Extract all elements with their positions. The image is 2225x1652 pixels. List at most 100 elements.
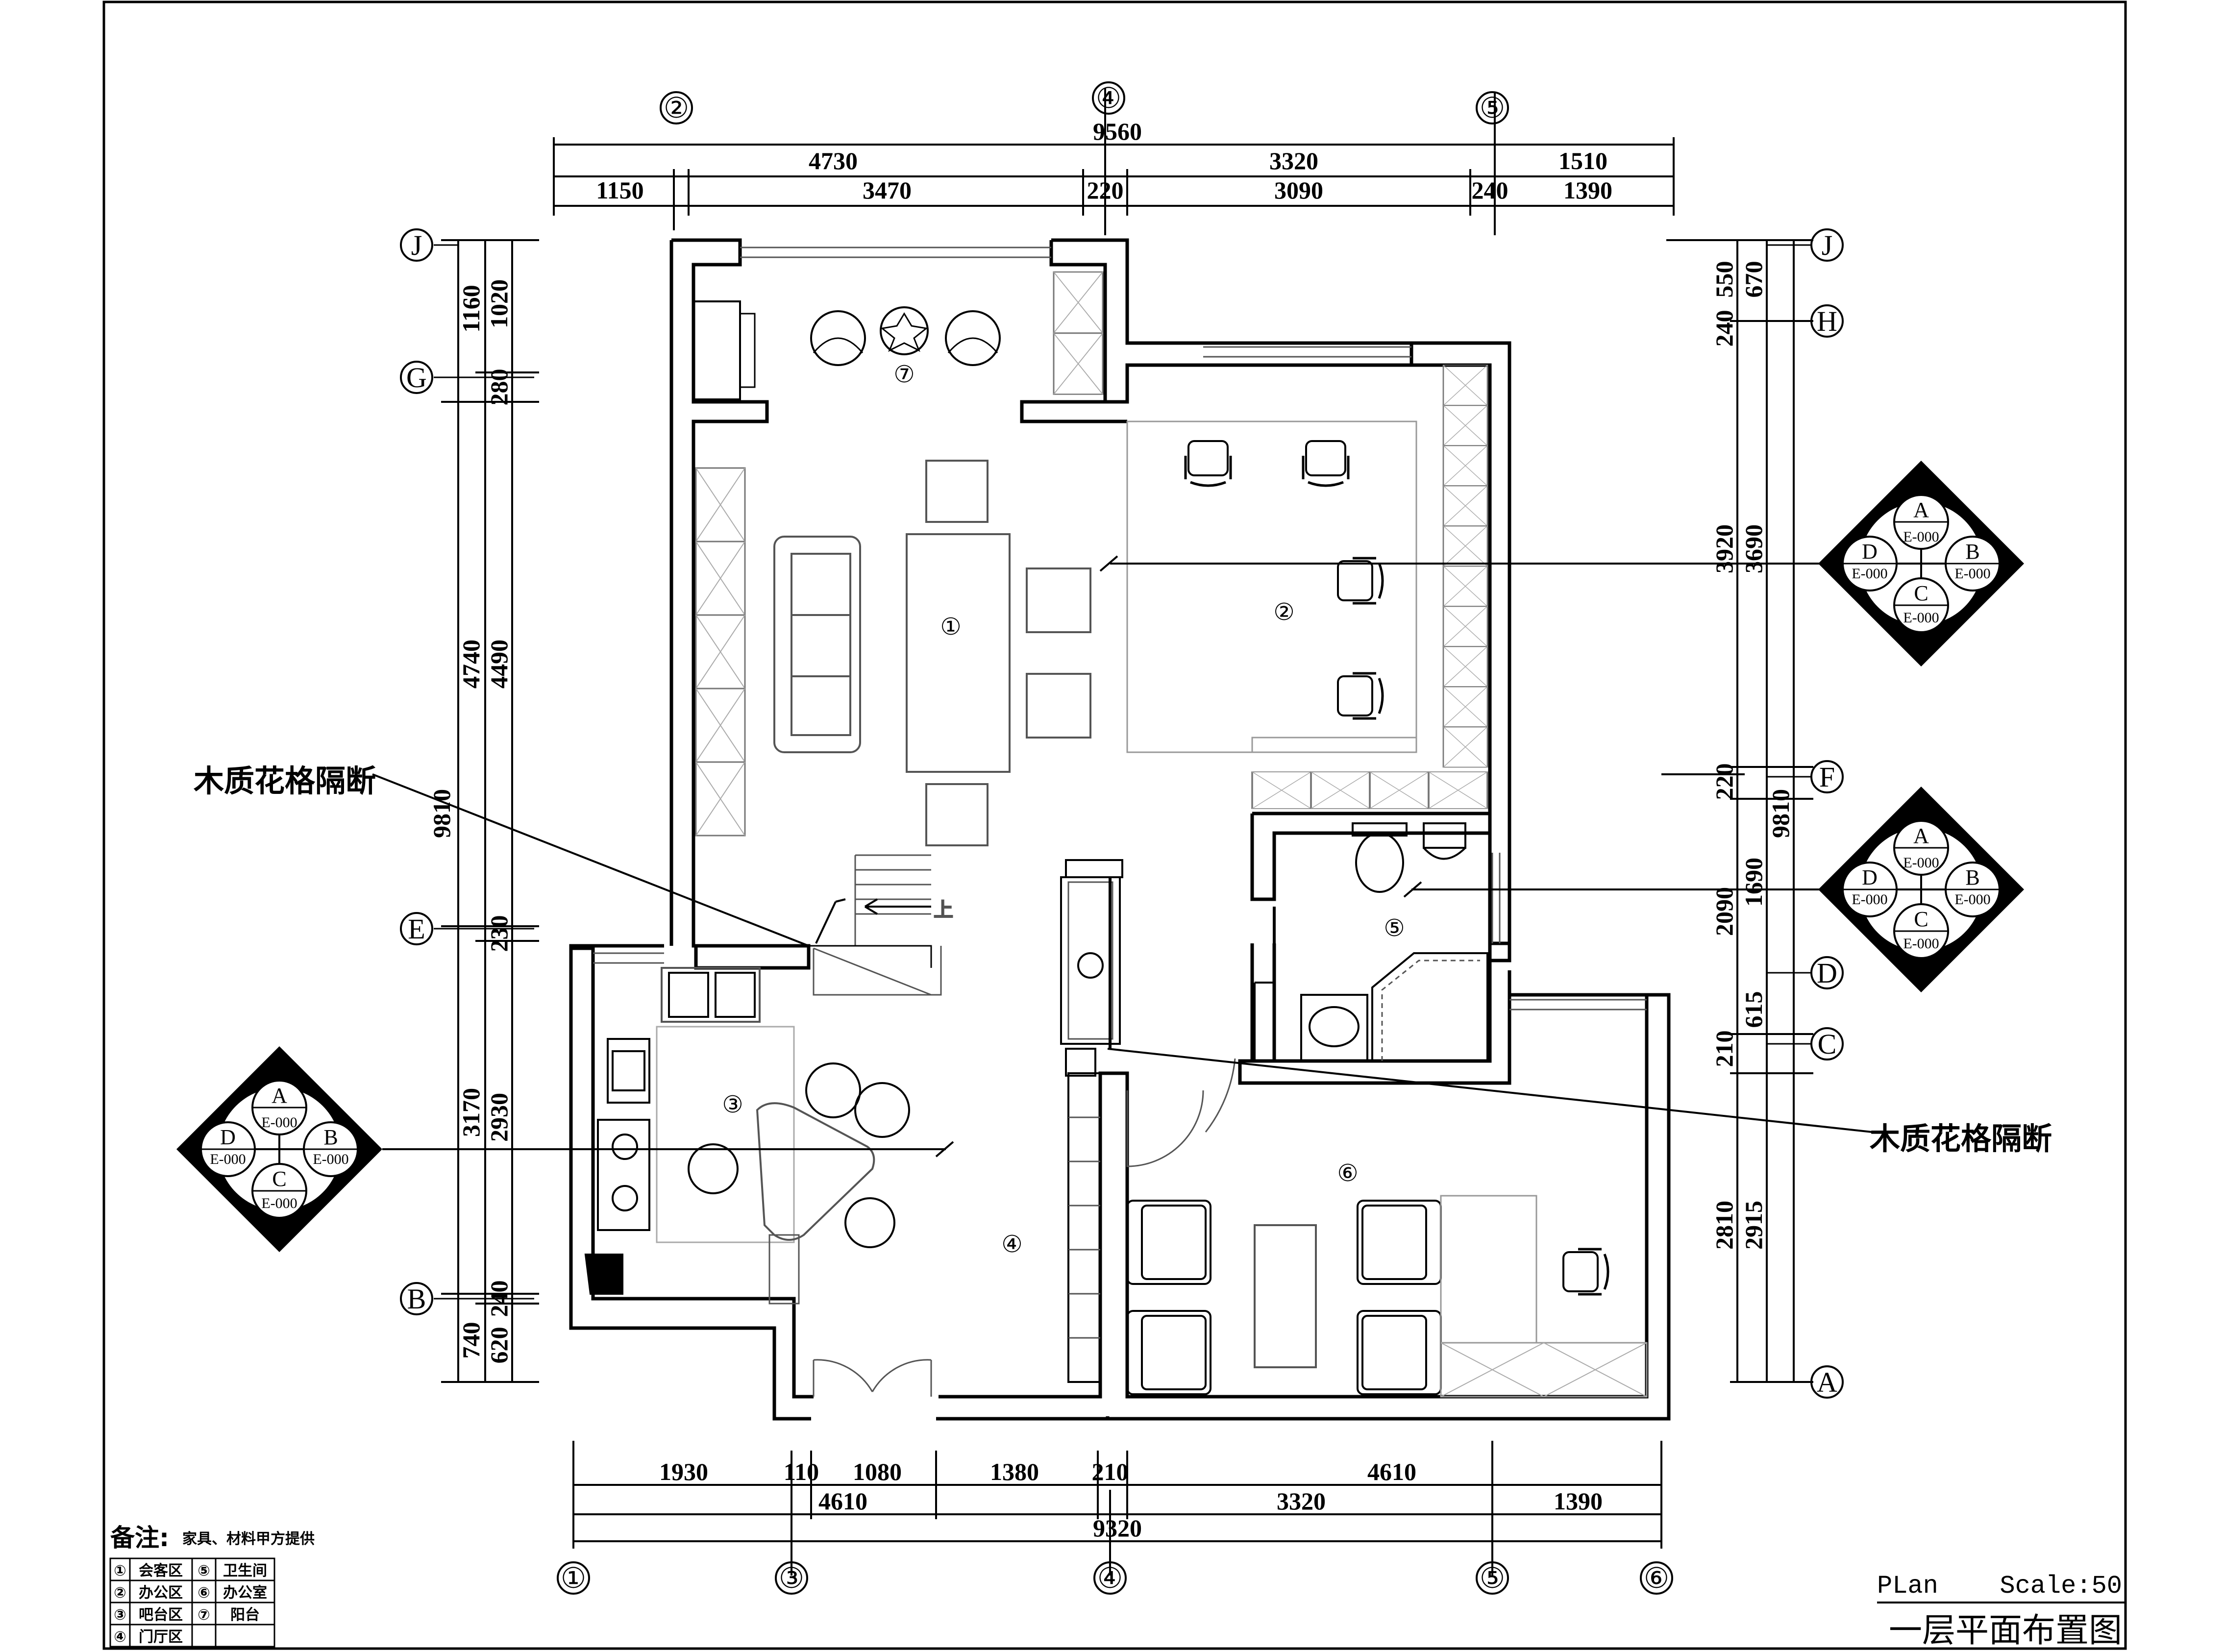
index-letter-b: B (1965, 540, 1979, 564)
bathroom-fixtures (1254, 822, 1488, 1062)
annotation-wood-partition-right: 木质花格隔断 (1870, 1121, 2052, 1157)
dim-bot-r1-2: 1080 (853, 1458, 902, 1485)
dimension-text-right: 550 3920 2090 2810 670 240 3690 220 1690… (1710, 261, 1794, 1250)
index-letter-c: C (1914, 907, 1928, 931)
index-code-a: E-000 (1903, 855, 1939, 871)
dim-bot-r2-2: 1390 (1554, 1487, 1603, 1515)
legend-num-1: ⑤ (198, 1562, 210, 1579)
grid-bot-1: ① (561, 1562, 586, 1594)
plan-label: PLan (1877, 1572, 1938, 1601)
index-letter-a: A (1913, 824, 1929, 848)
dim-right-r1-0: 550 (1710, 261, 1738, 298)
index-code-d: E-000 (210, 1151, 246, 1167)
balcony-furniture (692, 271, 1104, 400)
sheet-frame (102, 0, 2127, 1650)
index-letter-a: A (1913, 498, 1929, 522)
index-code-b: E-000 (313, 1151, 348, 1167)
index-leaders (372, 555, 1873, 1158)
grid-bot-5: ⑤ (1480, 1562, 1505, 1594)
dim-bot-total: 9320 (1093, 1514, 1142, 1542)
dim-right-r1-2: 2090 (1710, 887, 1738, 936)
room-label-7: ⑦ (893, 362, 915, 388)
dim-left-r2-4: 2930 (485, 1093, 513, 1142)
room-label-6: ⑥ (1337, 1160, 1358, 1186)
grid-bot-4: ④ (1097, 1562, 1123, 1594)
index-code-a: E-000 (261, 1114, 297, 1131)
index-code-b: E-000 (1954, 566, 1990, 582)
index-letter-c: C (272, 1167, 286, 1191)
room-labels: ① ② ③ ④ ⑤ ⑥ ⑦ (722, 362, 1405, 1257)
dim-right-r2-0: 670 (1740, 261, 1767, 298)
dim-top-r2-2: 220 (1087, 176, 1124, 204)
legend-name-5: 阳台 (230, 1606, 260, 1624)
dim-left-r2-0: 1020 (485, 279, 513, 328)
dim-left-r2-1: 280 (485, 369, 513, 406)
title-block: PLan Scale:50 一层平面布置图 (1877, 1572, 2126, 1650)
dim-left-r2-6: 620 (485, 1327, 513, 1364)
index-code-d: E-000 (1852, 566, 1887, 582)
grid-axes-bottom: ① ③ ④ ⑤ ⑥ (557, 1561, 1673, 1595)
dimensions-left (441, 239, 539, 1383)
index-letter-a: A (272, 1084, 287, 1108)
index-code-a: E-000 (1903, 529, 1939, 545)
dim-right-r2-6: 210 (1710, 1031, 1738, 1067)
scale-label: Scale:50 (2000, 1572, 2122, 1601)
dim-bot-r2-1: 3320 (1277, 1487, 1326, 1515)
room-label-5: ⑤ (1384, 915, 1405, 941)
foyer-partition (813, 859, 1123, 1397)
dim-left-r2-2: 4490 (485, 640, 513, 689)
dim-top-r2-1: 3470 (863, 176, 912, 204)
legend-num-4: ③ (114, 1606, 126, 1624)
grid-left-J: J (411, 229, 422, 261)
grid-right-C: C (1818, 1028, 1837, 1060)
room-label-2: ② (1273, 599, 1294, 625)
grid-right-F: F (1819, 761, 1835, 793)
dim-right-total: 9810 (1767, 789, 1794, 838)
legend-name-6: 门厅区 (139, 1628, 183, 1646)
index-symbol-left: A E-000 B E-000 C E-000 D E-000 (176, 1046, 382, 1252)
index-code-c: E-000 (261, 1195, 297, 1211)
grid-bot-3: ③ (779, 1562, 804, 1594)
grid-right-H: H (1817, 305, 1837, 337)
office-area-furniture (1126, 364, 1488, 810)
partition-cabinets-left (695, 467, 746, 837)
legend-table: ① 会客区 ⑤ 卫生间 ② 办公区 ⑥ 办公室 ③ 吧台区 ⑦ 阳台 ④ 门厅区 (109, 1557, 275, 1648)
room-label-4: ④ (1001, 1232, 1022, 1257)
dim-right-r1-3: 2810 (1710, 1201, 1738, 1250)
lounge-furniture (773, 460, 1091, 846)
stair-up-label: 上 (934, 899, 953, 921)
legend-name-1: 卫生间 (223, 1562, 267, 1579)
legend-num-0: ① (114, 1562, 126, 1579)
legend-num-2: ② (114, 1584, 126, 1602)
windows (593, 247, 1647, 1011)
dim-bot-r1-0: 1930 (659, 1458, 708, 1485)
dim-bot-r1-5: 4610 (1367, 1458, 1416, 1485)
grid-top-2: ② (664, 92, 689, 124)
dim-top-r1-0: 4730 (809, 147, 858, 174)
index-symbol-right-1: A E-000 B E-000 C E-000 D E-000 (1818, 461, 2024, 666)
index-symbol-right-2: A E-000 B E-000 C E-000 D E-000 (1818, 787, 2024, 992)
dimension-text-bottom: 1930 110 1080 1380 210 4610 4610 3320 13… (659, 1458, 1603, 1542)
bar-furniture (584, 967, 910, 1305)
dim-top-r1-2: 1510 (1558, 147, 1607, 174)
index-letter-d: D (1862, 865, 1878, 889)
dim-left-r2-3: 230 (485, 915, 513, 952)
grid-left-B: B (407, 1283, 426, 1315)
index-letter-d: D (1862, 540, 1878, 564)
dim-left-r1-1: 4740 (457, 640, 485, 689)
legend-num-5: ⑦ (198, 1606, 210, 1624)
grid-right-A: A (1817, 1366, 1837, 1398)
dim-left-r1-0: 1160 (457, 285, 485, 332)
dim-right-r2-3: 220 (1710, 764, 1738, 800)
dim-left-r1-2: 3170 (457, 1088, 485, 1137)
index-code-c: E-000 (1903, 610, 1939, 626)
annotation-wood-partition-left: 木质花格隔断 (194, 763, 376, 799)
dim-right-r1-1: 3920 (1710, 524, 1738, 573)
stair: 上 (809, 854, 954, 996)
notes-label: 备注: (110, 1524, 169, 1552)
legend-name-3: 办公室 (223, 1584, 267, 1602)
legend-num-6: ④ (114, 1628, 126, 1646)
dim-right-r2-1: 240 (1710, 310, 1738, 347)
dim-top-r2-0: 1150 (596, 176, 643, 204)
